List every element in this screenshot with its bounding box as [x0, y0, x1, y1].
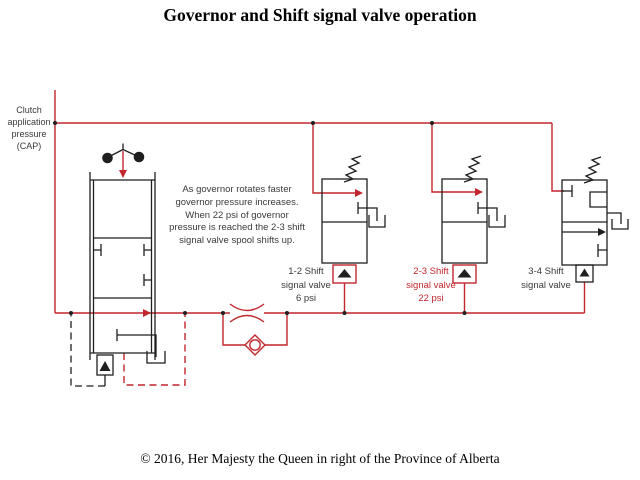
- exhaust-dashed-line: [70, 313, 105, 387]
- junction-dot: [430, 121, 434, 125]
- cap-supply-line: [54, 90, 564, 313]
- port-right-lower: [143, 274, 152, 286]
- outlet-pipe: [116, 329, 166, 364]
- valve-ends: [90, 179, 155, 354]
- spring-icon: [343, 155, 362, 183]
- internal-flow-arrow: [598, 228, 606, 236]
- governor-force-arrow: [119, 170, 127, 178]
- governor-pressure-line: [55, 282, 586, 317]
- valve-body: [321, 178, 368, 264]
- exhaust-port-icon: [332, 264, 357, 284]
- valve-1-2-label: 1-2 Shift signal valve 6 psi: [281, 266, 331, 304]
- port-right-lower: [597, 244, 607, 257]
- spool-lands: [93, 237, 152, 299]
- drop-to-valve-2-3: [431, 123, 475, 193]
- governor-description-text: As governor rotates faster governor pres…: [169, 184, 305, 247]
- outlet-pipe: [477, 202, 506, 228]
- junction-dot: [69, 311, 73, 315]
- outlet-pipe: [357, 202, 386, 228]
- valve-inner-walls: [92, 180, 153, 353]
- page-title: Governor and Shift signal valve operatio…: [163, 5, 477, 25]
- valve-2-3-label: 2-3 Shift signal valve 22 psi: [406, 266, 456, 304]
- inlet-port: [562, 185, 573, 197]
- port-left: [93, 244, 102, 256]
- governor-feed-dashed-line: [123, 313, 186, 386]
- spring-icon: [463, 155, 482, 183]
- orifice-bottom-arc: [229, 314, 265, 323]
- drop-to-valve-1-2: [312, 123, 355, 194]
- junction-dot: [221, 311, 225, 315]
- shift-valve-1-2: [321, 155, 386, 284]
- valve-3-4-label: 3-4 Shift signal valve: [521, 266, 571, 291]
- port-right: [143, 244, 152, 256]
- flow-arrow: [475, 188, 483, 196]
- drop-to-valve-3-4: [551, 123, 564, 192]
- check-valve-icon: [244, 334, 266, 356]
- spool-notch: [589, 191, 607, 208]
- shift-valve-2-3: [441, 155, 506, 284]
- junction-dot: [183, 311, 187, 315]
- junction-dot: [342, 311, 347, 315]
- exhaust-port-icon: [96, 354, 114, 386]
- junction-dot: [311, 121, 315, 125]
- junction-dot: [53, 121, 57, 125]
- governor-valve: [89, 143, 166, 386]
- cap-pressure-label: Clutch application pressure (CAP): [7, 105, 51, 151]
- orifice-icon: [229, 303, 265, 323]
- outlet-pipe: [607, 212, 629, 230]
- orifice-top-arc: [229, 303, 265, 312]
- junction-dot: [462, 311, 467, 315]
- exhaust-port-icon: [575, 264, 594, 283]
- junction-dot: [285, 311, 289, 315]
- flyball-governor-icon: [102, 143, 145, 164]
- spring-icon: [583, 156, 602, 184]
- shift-valve-3-4: [561, 156, 629, 283]
- exhaust-port-icon: [452, 264, 477, 284]
- flow-arrow: [143, 309, 151, 317]
- flow-arrow: [355, 189, 363, 197]
- copyright-text: © 2016, Her Majesty the Queen in right o…: [140, 451, 500, 466]
- check-valve-bypass: [222, 313, 288, 356]
- valve-bore-walls: [89, 172, 156, 360]
- valve-body: [441, 178, 488, 264]
- junction-dots: [53, 121, 467, 315]
